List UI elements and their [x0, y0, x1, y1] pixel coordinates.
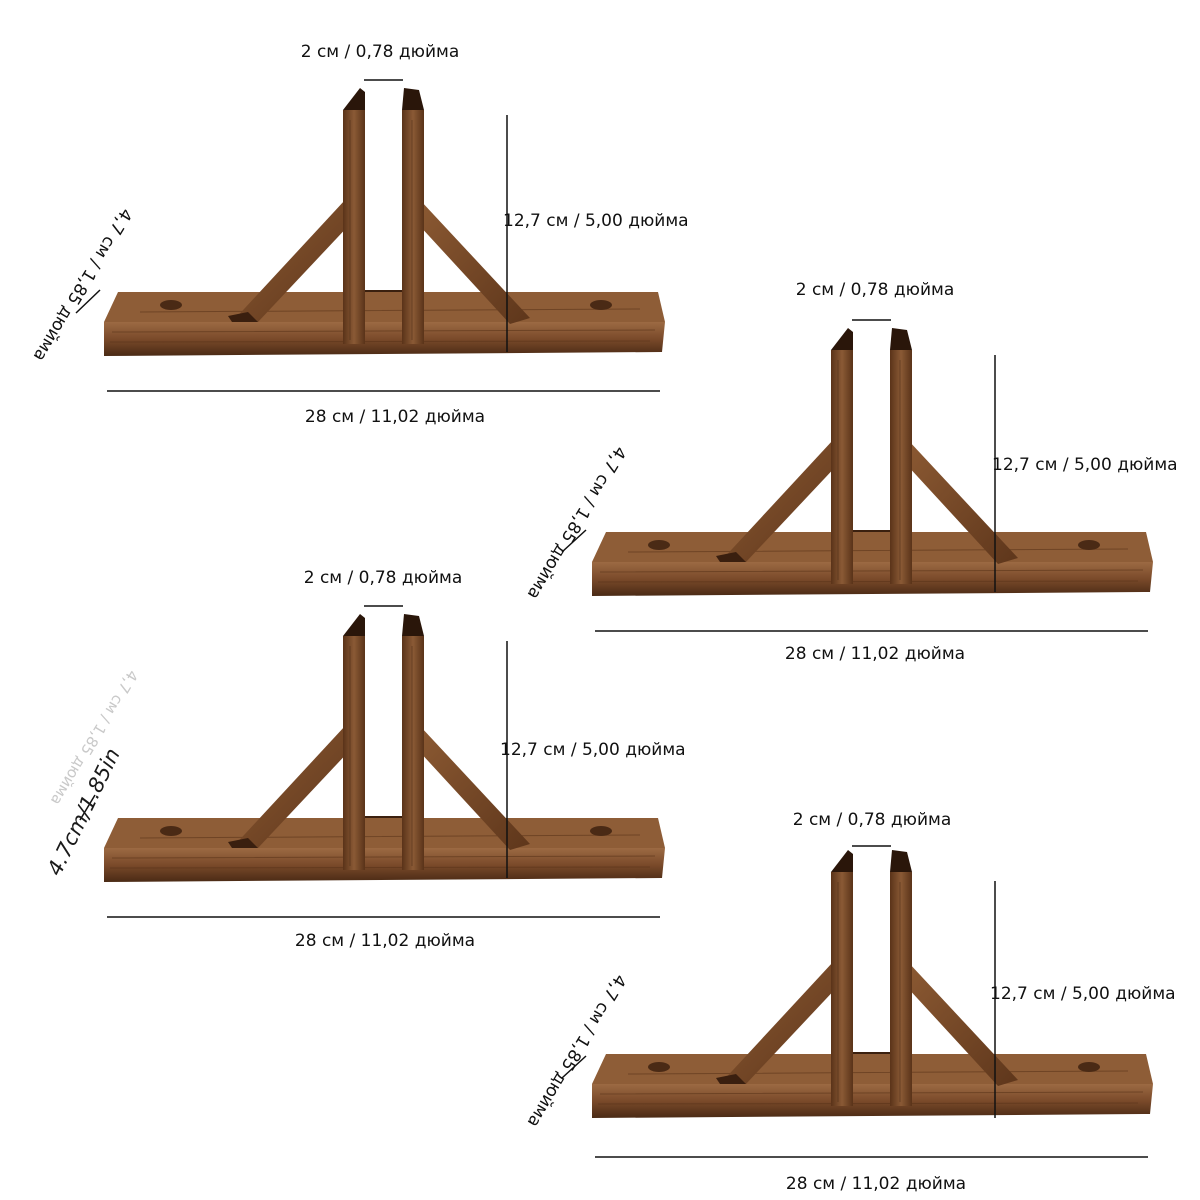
gap-label: 2 см / 0,78 дюйма	[793, 810, 952, 830]
gap-label: 2 см / 0,78 дюйма	[796, 280, 955, 300]
gap-label: 2 см / 0,78 дюйма	[301, 42, 460, 62]
thickness-dimension-line	[561, 529, 587, 553]
thickness-dimension-line	[75, 289, 101, 314]
thickness-dimension-line	[79, 794, 96, 821]
length-label: 28 см / 11,02 дюйма	[305, 407, 485, 427]
bracket-1: 2 см / 0,78 дюйма 12,7 см / 5,00 дюйма 2…	[29, 42, 689, 427]
length-label: 28 см / 11,02 дюйма	[785, 644, 965, 664]
gap-label: 2 см / 0,78 дюйма	[304, 568, 463, 588]
height-label: 12,7 см / 5,00 дюйма	[990, 984, 1176, 1004]
height-label: 12,7 см / 5,00 дюйма	[500, 740, 686, 760]
height-label: 12,7 см / 5,00 дюйма	[992, 455, 1178, 475]
length-label: 28 см / 11,02 дюйма	[786, 1174, 966, 1194]
height-label: 12,7 см / 5,00 дюйма	[503, 211, 689, 231]
length-label: 28 см / 11,02 дюйма	[295, 931, 475, 951]
bracket-3: 2 см / 0,78 дюйма 12,7 см / 5,00 дюйма 2…	[43, 568, 686, 951]
thickness-dimension-line	[561, 1055, 587, 1079]
